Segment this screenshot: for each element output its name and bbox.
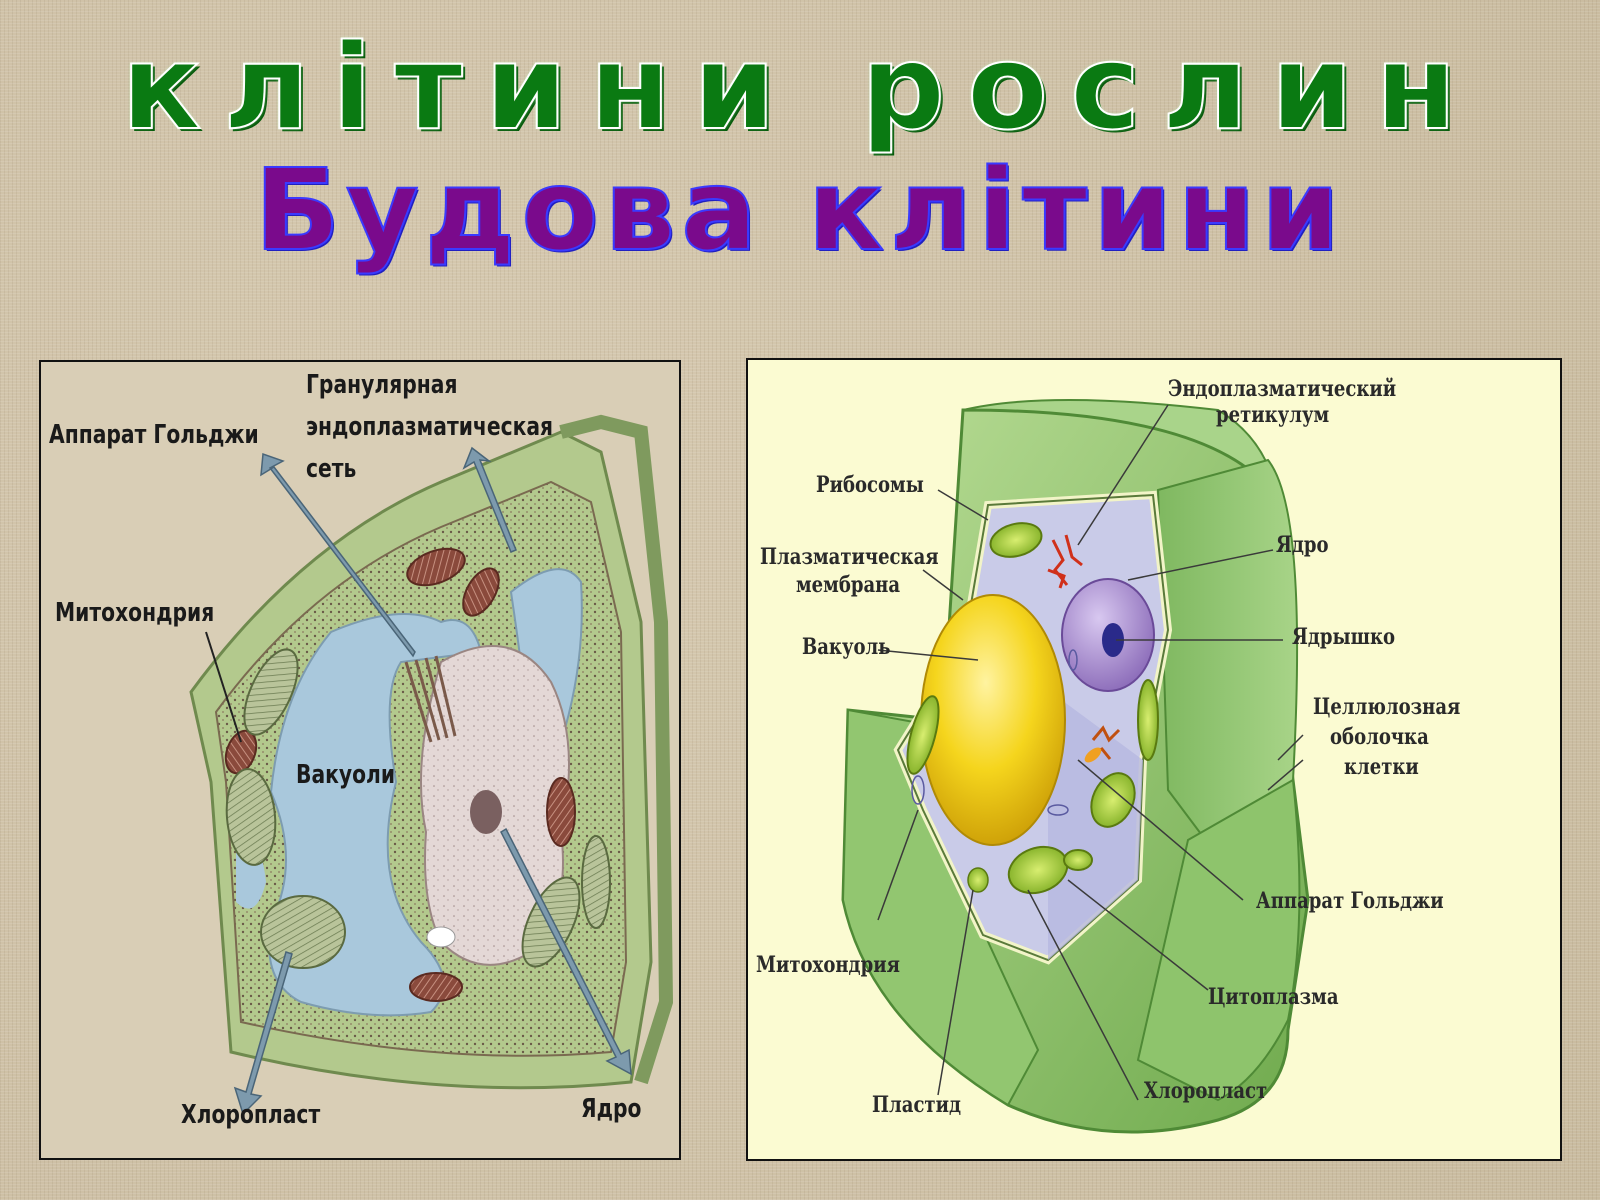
label-wall-line3: клетки — [1344, 754, 1419, 780]
label-plastid: Пластид — [872, 1092, 962, 1118]
label-ribosomes: Рибосомы — [816, 472, 924, 498]
right-nucleolus — [1102, 623, 1124, 657]
arrow-er — [462, 446, 517, 553]
arrow-nucleus — [500, 827, 632, 1076]
arrow-golgi — [260, 452, 416, 658]
label-wall-line2: оболочка — [1330, 724, 1429, 750]
right-pointer-lines — [877, 404, 1304, 1101]
arrow-chloroplast — [233, 951, 293, 1116]
label-er-line1: Гранулярная — [306, 370, 458, 400]
label-membrane-line1: Плазматическая — [760, 544, 939, 570]
right-cell-diagram: Эндоплазматический ретикулум Рибосомы Пл… — [746, 358, 1562, 1161]
slide-subtitle: Будова клітини — [254, 146, 1346, 276]
label-mitochondria: Митохондрия — [55, 598, 215, 628]
right-er-marks — [1047, 534, 1083, 589]
label-wall-line1: Целлюлозная — [1313, 694, 1461, 720]
label-membrane-line2: мембрана — [796, 572, 901, 598]
label-er-r-line1: Эндоплазматический — [1168, 376, 1397, 402]
label-er-line2: эндоплазматическая — [306, 412, 554, 442]
label-mitochondria-r: Митохондрия — [756, 952, 900, 978]
slide-title: клітини рослин — [120, 18, 1479, 156]
left-cell-illustration — [189, 414, 674, 1116]
left-cell-diagram: Аппарат Гольджи Гранулярная эндоплазмати… — [39, 360, 681, 1160]
label-er-r-line2: ретикулум — [1216, 402, 1330, 428]
right-vacuole — [920, 594, 1066, 846]
label-cytoplasm: Цитоплазма — [1208, 984, 1339, 1010]
label-nucleus-r: Ядро — [1276, 532, 1329, 558]
label-chloroplast-r: Хлоропласт — [1144, 1078, 1268, 1104]
right-cell-illustration — [841, 399, 1310, 1134]
label-vacuoles: Вакуоли — [296, 760, 396, 790]
left-chloroplast — [260, 895, 346, 969]
label-nucleolus: Ядрышко — [1292, 624, 1396, 650]
label-vacuole: Вакуоль — [802, 634, 891, 660]
label-nucleus: Ядро — [581, 1094, 642, 1124]
label-chloroplast: Хлоропласт — [181, 1100, 321, 1130]
label-golgi: Аппарат Гольджи — [49, 420, 259, 450]
label-er-line3: сеть — [306, 454, 357, 484]
label-golgi-r: Аппарат Гольджи — [1256, 888, 1444, 914]
pointer-mitochondria — [205, 631, 242, 743]
